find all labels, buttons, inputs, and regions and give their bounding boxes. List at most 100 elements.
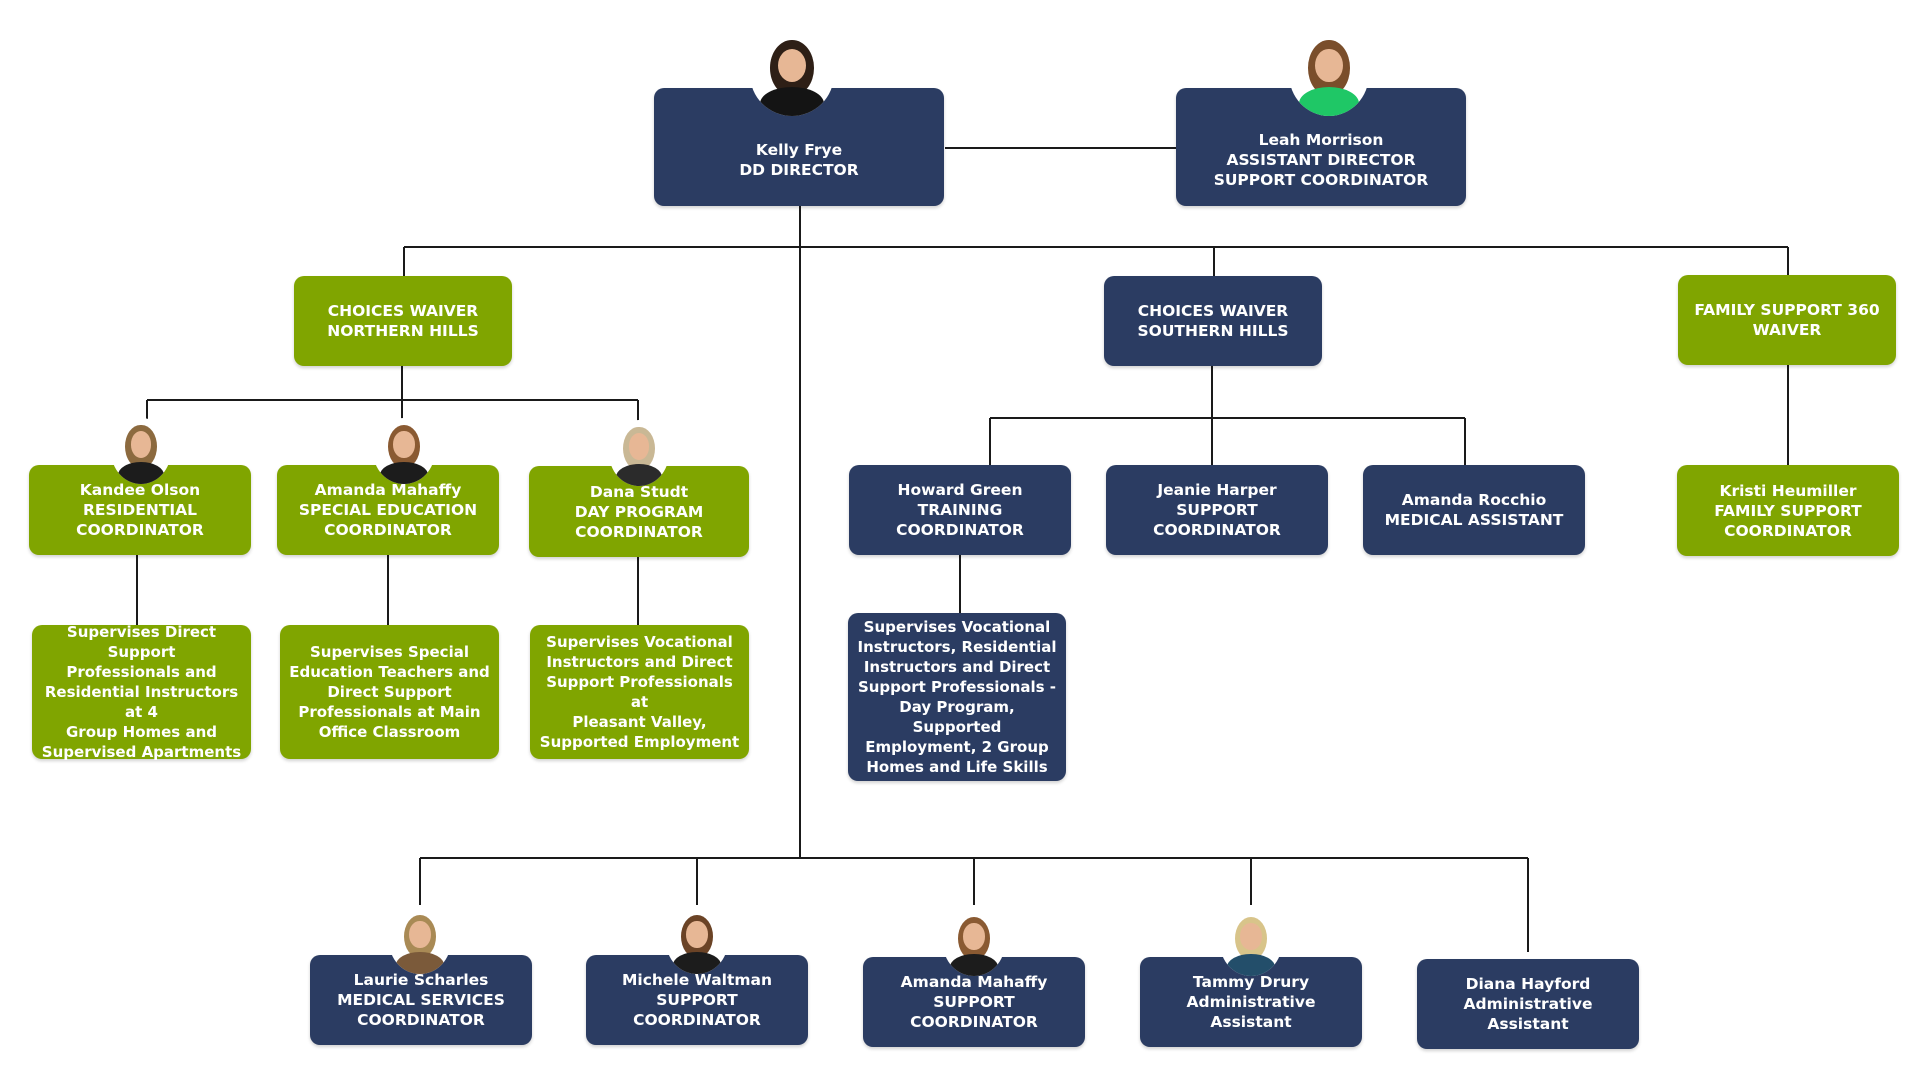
program-southern-line-1: CHOICES WAIVER [1137,302,1289,320]
staff-name: Dana Studt [589,482,689,501]
assistant-title-2: SUPPORT COORDINATOR [1213,171,1429,189]
staff-name: Kandee Olson [79,481,201,499]
duty-line: Supervises Vocational [863,618,1051,636]
avatar-body [673,951,721,974]
staff-box: Tammy Drury Administrative Assistant [1140,957,1362,1047]
staff-title-2: COORDINATOR [1724,521,1852,540]
duty-line: Instructors and Direct [546,653,733,671]
staff-title-1: FAMILY SUPPORT [1714,501,1862,520]
staff-name: Michele Waltman [621,971,773,989]
duties-box: Supervises Vocational Instructors and Di… [530,625,749,759]
staff-box: Amanda Rocchio MEDICAL ASSISTANT [1363,465,1585,555]
avatar [1289,32,1369,116]
staff-title: TRAINING COORDINATOR [896,501,1024,539]
avatar-face [963,923,985,950]
staff-name: Amanda Mahaffy [900,973,1048,991]
avatar-face [409,921,431,948]
staff-name: Amanda Mahaffy [314,481,462,499]
avatar [1220,910,1282,976]
duty-line: Homes and Life Skills [866,758,1048,776]
avatar [389,908,451,974]
staff-title-1: MEDICAL SERVICES [337,991,505,1009]
avatar-body [118,461,164,484]
staff-name: Laurie Scharles [353,971,489,989]
duty-line: Supervises Special [310,643,469,661]
duty-line: Instructors and Direct [863,658,1051,676]
duty-line: Supervises Vocational [546,633,733,651]
avatar-body [616,463,662,486]
avatar-face [393,431,415,458]
duties-box: Supervises Special Education Teachers an… [280,625,499,759]
avatar-body [396,951,444,974]
staff-name: Diana Hayford [1465,975,1591,993]
staff-title-2: COORDINATOR [324,521,452,539]
avatar-body [1227,953,1275,976]
duty-line: Office Classroom [318,723,461,741]
staff-name: Kristi Heumiller [1719,481,1857,500]
program-family-support: FAMILY SUPPORT 360 WAIVER [1678,275,1896,365]
staff-title-1: DAY PROGRAM [574,502,704,521]
avatar [943,910,1005,976]
program-southern-line-2: SOUTHERN HILLS [1137,322,1289,340]
avatar-face [130,431,152,458]
avatar-face [686,921,708,948]
program-northern-hills: CHOICES WAIVER NORTHERN HILLS [294,276,512,366]
duty-line: Residential Instructors at 4 [44,683,239,721]
avatar-body [950,953,998,976]
staff-title-2: COORDINATOR [357,1011,485,1029]
assistant-name: Leah Morrison [1258,131,1384,149]
duty-line: Instructors, Residential [857,638,1057,656]
avatar-face [1240,923,1262,950]
avatar-body [1298,87,1360,116]
duty-line: Support Professionals at [546,673,733,711]
staff-title: Administrative Assistant [1186,993,1316,1031]
staff-box: Amanda Mahaffy SPECIAL EDUCATION COORDIN… [277,465,499,555]
avatar [609,420,669,486]
duty-line: Direct Support [327,683,452,701]
duties-box: Supervises Direct Support Professionals … [32,623,251,761]
staff-name: Amanda Rocchio [1401,491,1547,509]
program-family-line-2: WAIVER [1752,321,1822,339]
program-northern-line-1: CHOICES WAIVER [327,302,479,320]
avatar [666,908,728,974]
duty-line: Supervised Apartments [41,743,242,761]
duties-box: Supervises Vocational Instructors, Resid… [848,613,1066,781]
staff-box: Diana Hayford Administrative Assistant [1417,959,1639,1049]
program-southern-hills: CHOICES WAIVER SOUTHERN HILLS [1104,276,1322,366]
avatar-face [628,433,650,460]
duty-line: Supported Employment [539,733,740,751]
duty-line: Support Professionals - [857,678,1057,696]
staff-title-1: RESIDENTIAL [82,501,198,519]
avatar-face [1315,48,1343,83]
staff-name: Howard Green [897,481,1023,499]
duty-line: Professionals and [66,663,217,681]
duty-line: Supervises Direct Support [66,623,217,661]
staff-title-1: SPECIAL EDUCATION [298,501,478,519]
staff-title: SUPPORT COORDINATOR [633,991,761,1029]
duty-line: Pleasant Valley, [572,713,707,731]
assistant-title-1: ASSISTANT DIRECTOR [1226,151,1416,169]
avatar-body [760,87,824,116]
duty-line: Professionals at Main [298,703,481,721]
avatar [750,32,834,116]
staff-box: Howard Green TRAINING COORDINATOR [849,465,1071,555]
staff-box: Amanda Mahaffy SUPPORT COORDINATOR [863,957,1085,1047]
duty-line: Day Program, Supported [899,698,1015,736]
staff-name: Jeanie Harper [1157,481,1277,499]
avatar [373,418,435,484]
duty-line: Employment, 2 Group [865,738,1049,756]
duty-line: Group Homes and [65,723,217,741]
staff-title: SUPPORT COORDINATOR [910,993,1038,1031]
avatar [111,418,171,484]
duty-line: Education Teachers and [289,663,490,681]
program-family-line-1: FAMILY SUPPORT 360 [1694,301,1880,319]
avatar-body [380,461,428,484]
avatar-face [777,48,807,83]
staff-name: Tammy Drury [1192,973,1310,991]
director-title: DD DIRECTOR [739,161,859,179]
program-northern-line-2: NORTHERN HILLS [327,322,479,340]
staff-box: Kristi Heumiller FAMILY SUPPORT COORDINA… [1677,465,1899,556]
staff-title-2: COORDINATOR [76,521,204,539]
